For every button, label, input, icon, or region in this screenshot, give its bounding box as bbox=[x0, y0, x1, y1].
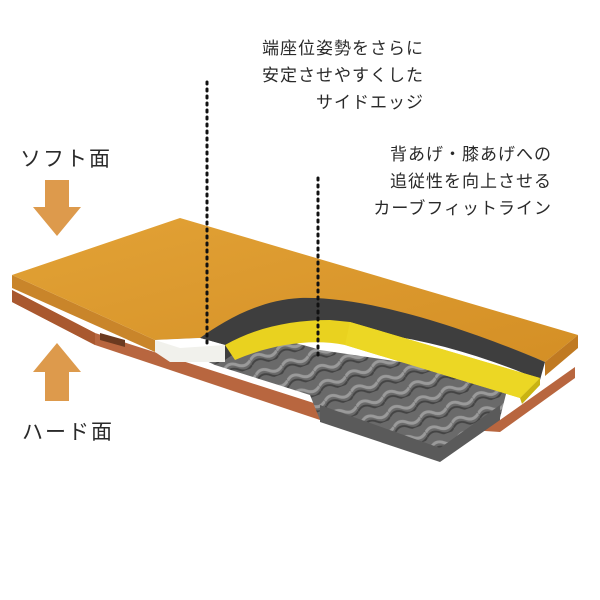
handle bbox=[100, 333, 125, 347]
callout-curve-line-1: 背あげ・膝あげへの bbox=[390, 145, 552, 165]
arrow-down-icon bbox=[33, 180, 81, 236]
wave-front-face bbox=[320, 405, 500, 462]
soft-side-label: ソフト面 bbox=[20, 147, 112, 171]
callout-edge-line-1: 端座位姿勢をさらに bbox=[262, 39, 424, 59]
callout-side-edge: 端座位姿勢をさらに 安定させやすくした サイドエッジ bbox=[212, 36, 424, 117]
cover-top-surface bbox=[12, 218, 578, 362]
hard-side-label: ハード面 bbox=[22, 420, 114, 444]
cover-left-front bbox=[12, 275, 155, 352]
arrow-up-icon bbox=[33, 343, 81, 401]
callout-curve-line-2: 追従性を向上させる bbox=[390, 172, 552, 192]
curve-foam-dark bbox=[155, 297, 545, 380]
callout-curve-line-3: カーブフィットライン bbox=[373, 199, 552, 219]
callout-edge-line-2: 安定させやすくした bbox=[262, 66, 424, 86]
callout-curve-fit: 背あげ・膝あげへの 追従性を向上させる カーブフィットライン bbox=[320, 142, 552, 223]
hard-base-layer bbox=[12, 290, 575, 432]
cover-right-front bbox=[545, 335, 578, 376]
callout-edge-line-3: サイドエッジ bbox=[316, 93, 424, 113]
